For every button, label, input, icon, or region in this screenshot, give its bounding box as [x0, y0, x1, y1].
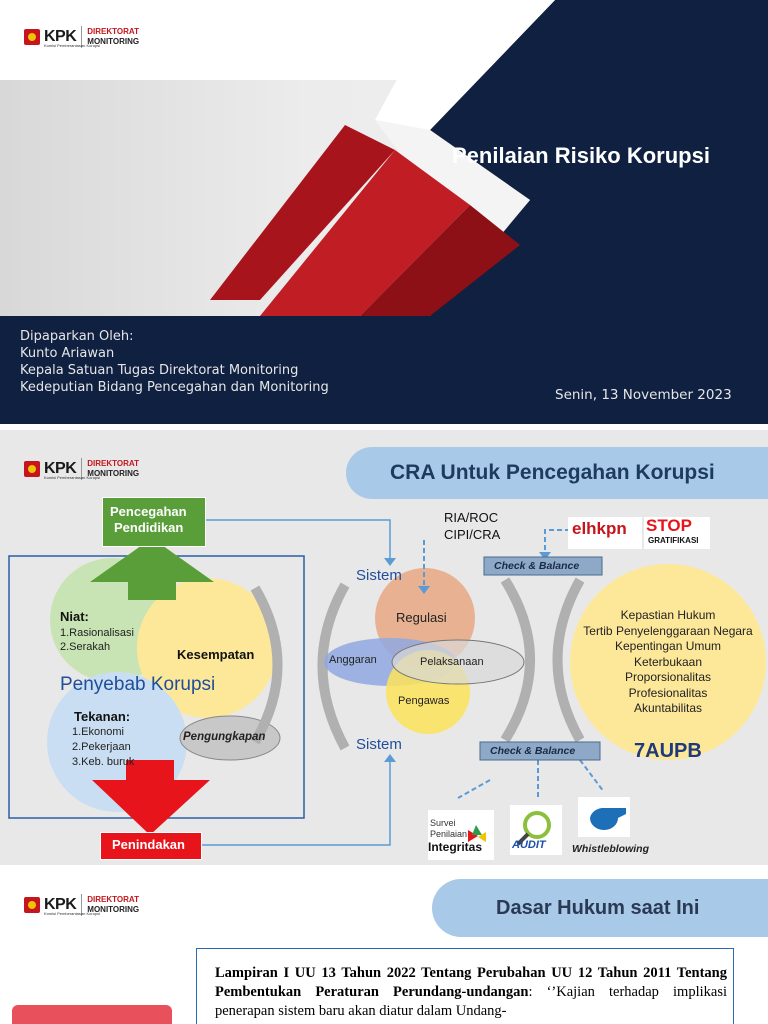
kpk-logo: KPK Komisi Pemberantasan Korupsi DIREKTO…	[24, 458, 139, 480]
aupb-item: Proporsionalitas	[624, 670, 712, 684]
pendidikan-label: Pendidikan	[114, 520, 184, 535]
aupb-item: Keterbukaan	[633, 654, 703, 669]
audit-label: AUDIT	[512, 839, 546, 851]
title-slide: KPK Komisi Pemberantasan Korupsi DIREKTO…	[0, 0, 768, 424]
sistem-bottom-label: Sistem	[356, 736, 402, 753]
red-tab	[12, 1005, 172, 1024]
presenter-line: Kedeputian Bidang Pencegahan dan Monitor…	[20, 380, 329, 395]
kpk-text: KPK	[44, 896, 77, 913]
penindakan-box	[100, 832, 202, 860]
aupb-list: Kepastian Hukum Tertib Penyelenggaraan N…	[570, 608, 766, 717]
stop-logo: STOP	[646, 516, 692, 535]
presentation-date: Senin, 13 November 2023	[555, 387, 732, 403]
tekanan-item: 3.Keb. buruk	[72, 756, 135, 768]
aupb-item: Kepentingan Umum	[614, 639, 722, 653]
directorate-label: DIREKTORAT MONITORING	[87, 27, 140, 46]
niat-item: 1.Rasionalisasi	[60, 627, 134, 639]
kpk-subtitle: Komisi Pemberantasan Korupsi	[44, 911, 101, 916]
diagonal-decoration	[210, 0, 768, 316]
sistem-top-label: Sistem	[356, 567, 402, 584]
legal-text: Lampiran I UU 13 Tahun 2022 Tentang Peru…	[215, 964, 727, 1021]
tekanan-item: 1.Ekonomi	[72, 726, 124, 738]
whistleblowing-label: Whistleblowing	[572, 843, 649, 855]
pengungkapan-label: Pengungkapan	[183, 731, 266, 743]
kpk-emblem-icon	[24, 897, 40, 913]
elhkpn-logo: elhkpn	[572, 519, 627, 538]
legal-text-box	[196, 948, 734, 1024]
niat-item: 2.Serakah	[60, 641, 111, 653]
integritas-label: Integritas	[428, 840, 483, 854]
kpk-logo: KPK Komisi Pemberantasan Korupsi DIREKTO…	[24, 26, 139, 48]
gratifikasi-label: GRATIFIKASI	[648, 536, 699, 545]
cra-slide: KPK Komisi Pemberantasan Korupsi DIREKTO…	[0, 430, 768, 865]
kpk-subtitle: Komisi Pemberantasan Korupsi	[44, 43, 101, 48]
presenter-line: Dipaparkan Oleh:	[20, 329, 134, 344]
regulasi-label: Regulasi	[396, 610, 447, 625]
pencegahan-box	[102, 497, 206, 547]
slide-title: CRA Untuk Pencegahan Korupsi	[346, 447, 768, 499]
pencegahan-label: Pencegahan	[110, 504, 187, 519]
presenter-line: Kepala Satuan Tugas Direktorat Monitorin…	[20, 363, 299, 378]
tekanan-title: Tekanan:	[74, 709, 131, 724]
penyebab-korupsi-label: Penyebab Korupsi	[60, 674, 216, 695]
navy-band	[0, 316, 768, 424]
aupb-label: 7AUPB	[634, 740, 702, 762]
presenter-info: Dipaparkan Oleh: Kunto Ariawan Kepala Sa…	[20, 328, 329, 396]
aupb-item: Kepastian Hukum	[620, 608, 716, 622]
directorate-label: DIREKTORAT MONITORING	[87, 459, 140, 478]
anggaran-label: Anggaran	[329, 654, 377, 666]
check-balance-top: Check & Balance	[494, 560, 580, 572]
cipi-label: CIPI/CRA	[444, 527, 501, 542]
check-balance-bottom: Check & Balance	[490, 745, 576, 757]
kpk-logo: KPK Komisi Pemberantasan Korupsi DIREKTO…	[24, 894, 139, 916]
aupb-item: Tertib Penyelenggaraan Negara	[583, 623, 753, 638]
kpk-subtitle: Komisi Pemberantasan Korupsi	[44, 475, 101, 480]
kpk-text: KPK	[44, 28, 77, 45]
kesempatan-label: Kesempatan	[177, 647, 255, 662]
penilaian-label: Penilaian	[430, 829, 468, 839]
directorate-label: DIREKTORAT MONITORING	[87, 895, 140, 914]
survei-label: Survei	[430, 818, 456, 828]
niat-title: Niat:	[60, 609, 89, 624]
cra-diagram	[8, 517, 766, 860]
legal-text-rest: : ‘’Kajian terhadap implikasi penerapan …	[215, 984, 727, 1019]
penindakan-label: Penindakan	[112, 837, 185, 852]
aupb-item: Profesionalitas	[628, 685, 708, 700]
legal-basis-slide: KPK Komisi Pemberantasan Korupsi DIREKTO…	[0, 868, 768, 1024]
kpk-emblem-icon	[24, 461, 40, 477]
slide-title: Dasar Hukum saat Ini	[432, 879, 768, 937]
presenter-line: Kunto Ariawan	[20, 346, 115, 361]
ria-label: RIA/ROC	[444, 510, 499, 525]
pelaksanaan-label: Pelaksanaan	[420, 656, 484, 668]
kpk-text: KPK	[44, 460, 77, 477]
kpk-emblem-icon	[24, 29, 40, 45]
pengawas-label: Pengawas	[398, 695, 450, 707]
presentation-title: Penilaian Risiko Korupsi	[452, 143, 710, 168]
tekanan-item: 2.Pekerjaan	[72, 741, 131, 753]
aupb-item: Akuntabilitas	[633, 701, 703, 715]
legal-text-bold: Lampiran I UU 13 Tahun 2022 Tentang Peru…	[215, 965, 727, 1000]
